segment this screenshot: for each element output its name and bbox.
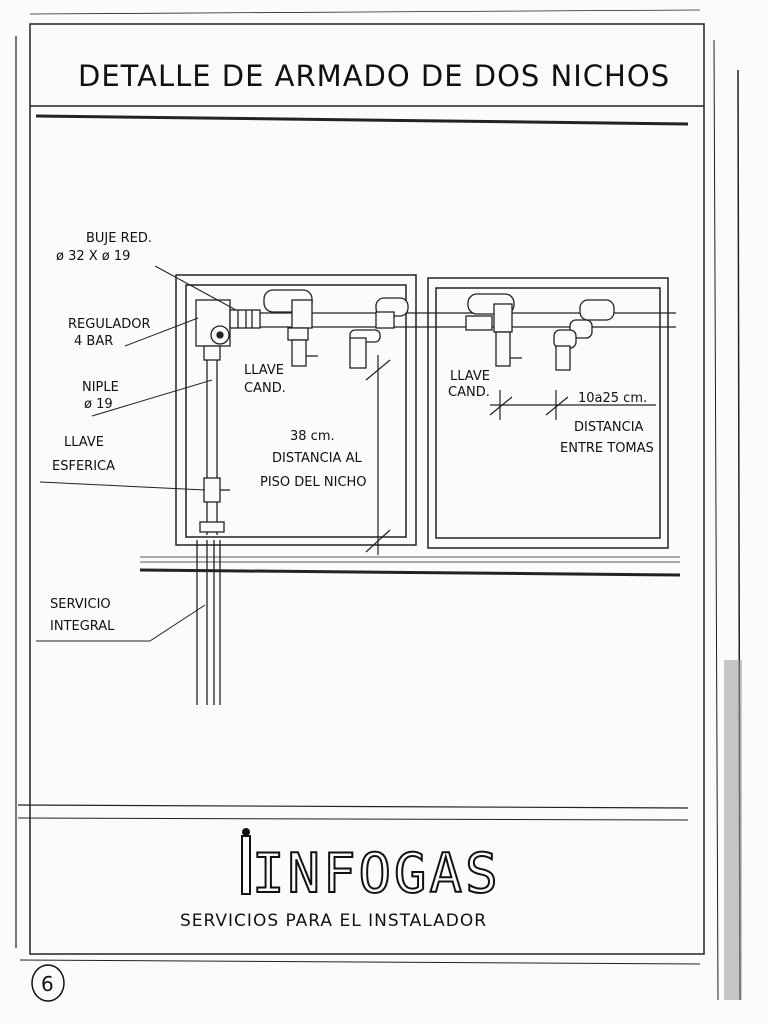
infogas-logo: INFOGAS	[241, 828, 501, 906]
label-distancia-al: DISTANCIA AL	[272, 451, 362, 466]
service-pipe	[196, 540, 221, 705]
label-integral: INTEGRAL	[50, 619, 115, 634]
right-elbow	[553, 299, 615, 371]
page-number-circle: 6	[31, 964, 65, 1002]
label-buje-size: ø 32 X ø 19	[56, 249, 130, 264]
leader-lines	[36, 265, 237, 642]
label-llave-cand-right: LLAVE	[450, 369, 490, 384]
label-llave-cand-left: LLAVE	[244, 363, 284, 378]
label-regulador: REGULADOR	[68, 317, 151, 332]
left-elbow	[349, 297, 409, 369]
label-cand-right: CAND.	[448, 385, 490, 400]
ground-lines	[139, 556, 681, 577]
label-piso-del-nicho: PISO DEL NICHO	[260, 475, 367, 490]
left-cand-valve	[263, 289, 318, 367]
label-10a25cm: 10a25 cm.	[578, 391, 647, 406]
label-niple-size: ø 19	[84, 397, 113, 412]
label-38cm: 38 cm.	[290, 429, 335, 444]
niche-right	[427, 277, 669, 549]
label-llave-esferica: LLAVE	[64, 435, 104, 450]
tagline: SERVICIOS PARA EL INSTALADOR	[180, 911, 487, 931]
label-distancia: DISTANCIA	[574, 420, 644, 435]
drawing-title: DETALLE DE ARMADO DE DOS NICHOS	[78, 59, 670, 93]
label-cand-left: CAND.	[244, 381, 286, 396]
label-buje-red: BUJE RED.	[86, 231, 152, 246]
label-servicio: SERVICIO	[50, 597, 111, 612]
label-niple: NIPLE	[82, 380, 119, 395]
page-number: 6	[41, 972, 54, 996]
label-esferica: ESFERICA	[52, 459, 115, 474]
niche-left	[175, 274, 417, 546]
label-entre-tomas: ENTRE TOMAS	[560, 441, 654, 456]
scan-edge-noise	[724, 660, 742, 1000]
dimension-lines	[365, 355, 656, 555]
right-cand-valve	[465, 293, 522, 367]
label-regulador-bar: 4 BAR	[74, 334, 113, 349]
niple-pipe	[199, 360, 230, 535]
logo-text: INFOGAS	[252, 842, 501, 905]
regulator	[195, 299, 261, 361]
